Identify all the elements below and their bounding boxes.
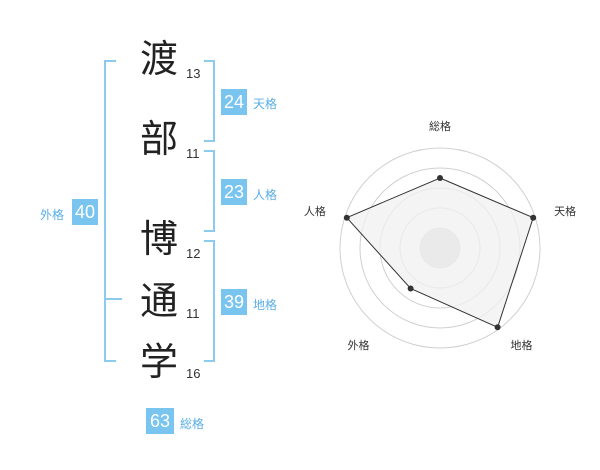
stroke-count-4: 11 [186,306,200,321]
jinkaku-label: 人格 [253,188,278,202]
name-char-1: 渡 [139,37,178,81]
radar-point [530,214,537,221]
jinkaku-bracket [204,150,215,232]
chikaku-value: 39 [221,289,247,315]
stroke-count-5: 16 [186,366,201,381]
radar-polygon [345,177,534,328]
radar-point [407,285,414,292]
gaikaku-label: 外格 [40,208,65,222]
radar-point [494,324,501,331]
gaikaku-divider [106,298,122,300]
radar-axis-label: 地格 [511,338,533,352]
radar-axis-label: 外格 [347,338,369,352]
radar-axis-label: 総格 [429,119,451,133]
stroke-count-3: 12 [186,246,201,261]
radar-point [437,175,443,181]
name-char-2: 部 [139,117,178,161]
gaikaku-bracket [104,60,116,362]
stroke-count-1: 13 [186,66,201,81]
stroke-count-2: 11 [186,146,200,161]
chikaku-label: 地格 [253,298,278,312]
soukaku-label: 総格 [180,417,205,431]
gaikaku-value: 40 [72,199,98,225]
name-char-5: 学 [139,340,178,384]
tenkaku-bracket [204,60,215,142]
name-char-3: 博 [139,217,178,261]
radar-point [343,214,350,221]
tenkaku-value: 24 [221,89,247,115]
radar-axis-label: 天格 [554,204,576,218]
radar-ring [339,147,541,349]
tenkaku-label: 天格 [253,97,278,111]
radar-axis-label: 人格 [304,204,326,218]
jinkaku-value: 23 [221,179,247,205]
soukaku-value: 63 [146,408,174,434]
chikaku-bracket [204,240,215,362]
name-char-4: 通 [139,279,178,323]
